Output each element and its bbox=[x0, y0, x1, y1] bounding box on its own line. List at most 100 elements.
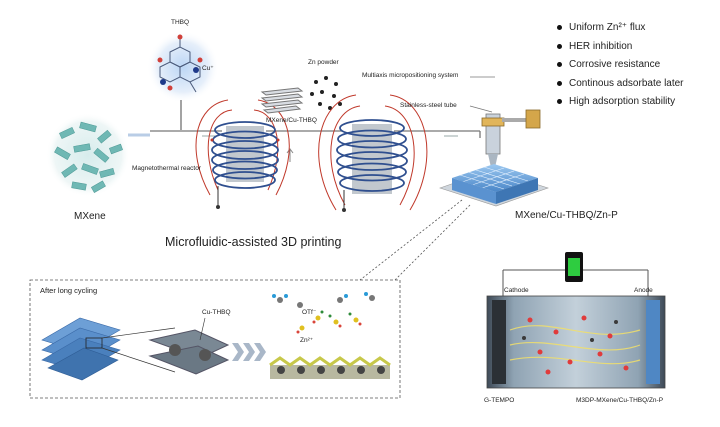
zn-powder bbox=[310, 76, 342, 110]
flake-layer bbox=[260, 87, 304, 96]
printer-head bbox=[469, 76, 541, 172]
field-line bbox=[318, 94, 357, 211]
oxygen-atom bbox=[157, 57, 163, 63]
coil-terminal bbox=[342, 208, 346, 212]
lattice-top bbox=[452, 164, 538, 192]
tempo-species bbox=[522, 320, 618, 342]
advantage-item: High adsorption stability bbox=[555, 96, 684, 108]
thbq-ring-3 bbox=[159, 61, 181, 83]
highlight-box bbox=[85, 337, 103, 349]
cathode-label: Cathode bbox=[504, 287, 529, 294]
lattice-lines bbox=[459, 166, 529, 190]
anode-label: Anode bbox=[634, 287, 653, 294]
thbq-label: THBQ bbox=[171, 19, 190, 26]
field-line bbox=[389, 94, 428, 211]
positioning-arm bbox=[502, 118, 532, 122]
flake-layer bbox=[260, 93, 304, 102]
cu-thbq-particle bbox=[169, 344, 181, 356]
label-leader bbox=[199, 317, 206, 341]
m3dp-label: M3DP-MXene/Cu-THBQ/Zn-P bbox=[576, 397, 664, 404]
mxene-flake bbox=[79, 121, 97, 133]
copper-ion bbox=[160, 79, 166, 85]
zoom-panel bbox=[29, 279, 401, 399]
multiaxis-label: Multiaxis micropositioning system bbox=[362, 72, 459, 79]
lattice-side bbox=[496, 178, 538, 204]
otf-label: OTf⁻ bbox=[302, 309, 317, 316]
mxene-cu-thbq-stack bbox=[260, 87, 304, 114]
field-line bbox=[207, 109, 233, 191]
zn-ions bbox=[527, 315, 629, 375]
flake-layer bbox=[260, 99, 304, 108]
zn2-label: Zn²⁺ bbox=[300, 337, 314, 344]
up-arrow bbox=[286, 148, 294, 162]
field-line bbox=[195, 99, 229, 196]
zn-powder-label: Zn powder bbox=[308, 59, 339, 66]
product-label: MXene/Cu-THBQ/Zn-P bbox=[515, 210, 618, 221]
mxene-flake bbox=[59, 126, 75, 140]
mxene-flake bbox=[54, 146, 71, 160]
mxene-flake bbox=[99, 167, 115, 179]
reactor-label: Magnetothermal reactor bbox=[132, 165, 202, 172]
mxene-cu-thbq-label: MXene/Cu-THBQ bbox=[266, 117, 317, 124]
field-line bbox=[384, 105, 415, 206]
field-dot bbox=[210, 138, 214, 142]
electrode-surface bbox=[269, 356, 391, 379]
substrate bbox=[270, 365, 390, 379]
cathode-plate bbox=[492, 300, 506, 384]
printed-lattice bbox=[439, 164, 549, 207]
cu-thbq-particle bbox=[199, 349, 211, 361]
mxene-flake bbox=[90, 180, 106, 193]
cu-thbq-label: Cu-THBQ bbox=[202, 309, 231, 316]
zoom-line bbox=[101, 347, 176, 373]
otf-anions bbox=[272, 292, 375, 334]
after-cycling-label: After long cycling bbox=[40, 286, 98, 295]
mxene-label: MXene bbox=[74, 211, 106, 222]
ion-flow bbox=[509, 325, 641, 365]
nozzle-tip bbox=[488, 154, 498, 172]
zoom-line bbox=[101, 327, 176, 339]
magnetothermal-reactor-1 bbox=[195, 99, 290, 209]
coil-terminal bbox=[216, 205, 220, 209]
process-title: Microfluidic-assisted 3D printing bbox=[165, 235, 342, 249]
thbq-molecule-cluster bbox=[147, 31, 219, 130]
advantage-item: HER inhibition bbox=[555, 41, 684, 53]
mxene-flake bbox=[71, 181, 87, 191]
oxygen-atom bbox=[177, 34, 183, 40]
zoomed-layer bbox=[148, 317, 230, 375]
mxene-flake bbox=[109, 143, 123, 155]
phone-screen bbox=[568, 258, 580, 276]
electrolyte-tank bbox=[486, 295, 666, 389]
field-line bbox=[330, 105, 361, 206]
cycled-mxene-pile bbox=[41, 317, 121, 381]
coil bbox=[336, 119, 408, 192]
advantage-item: Continous adsorbate later bbox=[555, 78, 684, 90]
mxene-flake bbox=[61, 163, 78, 178]
nozzle-collar bbox=[481, 117, 505, 127]
advantages-list: Uniform Zn²⁺ flux HER inhibition Corrosi… bbox=[555, 22, 684, 115]
lattice-side bbox=[452, 178, 496, 204]
advantage-item: Corrosive resistance bbox=[555, 59, 684, 71]
mxene-flake bbox=[81, 163, 99, 175]
mxene-flake bbox=[97, 129, 112, 144]
oxygen-atom bbox=[197, 57, 203, 63]
copper-ion bbox=[193, 67, 199, 73]
label-leader bbox=[469, 105, 493, 113]
oxygen-atom bbox=[167, 85, 173, 91]
zoom-panel-frame bbox=[29, 279, 401, 399]
positioning-block bbox=[525, 109, 541, 129]
mxene-sphere bbox=[46, 113, 130, 197]
magnetothermal-reactor-2 bbox=[318, 94, 428, 212]
stainless-tube-label: Stainless-steel tube bbox=[400, 102, 457, 109]
g-tempo-label: G-TEMPO bbox=[484, 397, 515, 404]
mxene-flake bbox=[93, 147, 110, 163]
thbq-bond bbox=[189, 81, 197, 93]
cu-ion-label: Cu⁺ bbox=[202, 65, 214, 72]
mxene-flake bbox=[73, 143, 91, 153]
sei-layer bbox=[269, 356, 391, 367]
chevron-arrow bbox=[232, 343, 266, 361]
pile-slab bbox=[47, 347, 119, 381]
advantage-item: Uniform Zn²⁺ flux bbox=[555, 22, 684, 34]
thbq-glow bbox=[147, 31, 219, 103]
